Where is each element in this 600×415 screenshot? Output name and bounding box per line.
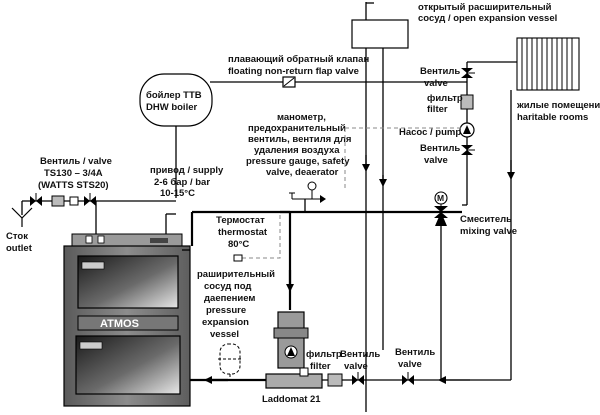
- flap-valve-label-2: floating non-return flap valve: [228, 66, 359, 77]
- laddomat-label: Laddomat 21: [262, 394, 321, 405]
- thermostat-label-2: thermostat: [218, 227, 268, 238]
- dhw-boiler-label-1: бойлер ТТВ: [146, 90, 202, 101]
- gauge-label-6: valve, deaerator: [266, 167, 339, 178]
- open-expansion-vessel: открытый расширительный сосуд / open exp…: [351, 2, 557, 49]
- bottom-valve-label-2: valve: [344, 361, 368, 372]
- laddomat-unit: [265, 311, 323, 389]
- filter-top-label-2: filter: [427, 104, 448, 115]
- bottom-right-valve-label-1: Вентиль: [395, 347, 435, 358]
- flap-valve-label-1: плавающий обратный клапан: [228, 54, 369, 65]
- outlet-label-2: outlet: [6, 243, 33, 254]
- valve-left-label-3: (WATTS STS20): [38, 180, 109, 191]
- pump-icon: [459, 122, 475, 138]
- bottom-filter-icon: [327, 373, 343, 387]
- dhw-boiler: бойлер ТТВ DHW boiler: [139, 73, 213, 127]
- open-vessel-label-1: открытый расширительный: [418, 2, 552, 13]
- outlet-label-1: Сток: [6, 231, 28, 242]
- mixing-label-1: Смеситель: [460, 214, 512, 225]
- bottom-valve-icon: [352, 372, 364, 385]
- pump-label: Насос / pump: [399, 127, 461, 138]
- rooms-label-1: жилые помещения: [516, 100, 600, 111]
- mixing-valve-icon: M: [434, 191, 448, 226]
- thermostat-label-3: 80°C: [228, 239, 249, 250]
- valve-top-label-1: Вентиль: [420, 66, 460, 77]
- filter-top-icon: [460, 94, 474, 110]
- radiator-valve-top-icon: [461, 68, 475, 78]
- valve-mid-label-1: Вентиль: [420, 143, 460, 154]
- pressure-vessel-label-3: даепением: [204, 293, 255, 304]
- valve-left-label-1: Вентиль / valve: [40, 156, 112, 167]
- supply-valve-2-icon: [69, 193, 96, 206]
- drain-outlet-icon: [11, 207, 33, 227]
- pressure-vessel-label-5: expansion: [202, 317, 249, 328]
- valve-mid-label-2: valve: [424, 155, 448, 166]
- pressure-vessel-label-1: раширительный: [197, 269, 275, 280]
- bottom-valve-label-1: Вентиль: [340, 349, 380, 360]
- filter-top-label-1: фильтр: [427, 93, 463, 104]
- thermostat-icon: [233, 254, 243, 262]
- gauge-label-4: удаления воздуха: [254, 145, 340, 156]
- thermostat-label-1: Термостат: [216, 215, 265, 226]
- gauge-label-2: предохранительный: [248, 123, 346, 134]
- dhw-boiler-label-2: DHW boiler: [146, 102, 197, 113]
- gauge-label-1: манометр,: [277, 112, 326, 123]
- bottom-filter-label-2: filter: [310, 361, 331, 372]
- supply-valve-1-icon: [30, 193, 42, 206]
- valve-top-label-2: valve: [424, 78, 448, 89]
- pressure-gauge-icon: [289, 181, 326, 203]
- mixer-motor-symbol: M: [437, 193, 444, 203]
- atmos-boiler: ATMOS: [63, 233, 191, 407]
- supply-label-3: 10-15°C: [160, 188, 195, 199]
- pressure-vessel-label-2: сосуд под: [204, 281, 251, 292]
- pressure-expansion-vessel-icon: [218, 343, 242, 381]
- radiator-valve-mid-icon: [461, 145, 475, 155]
- supply-label-2: 2-6 бар / bar: [154, 177, 210, 188]
- valve-left-label-2: TS130 – 3/4A: [44, 168, 103, 179]
- radiator-icon: [516, 37, 580, 91]
- non-return-flap-valve-icon: [282, 76, 296, 88]
- supply-label-1: привод / supply: [150, 165, 224, 176]
- supply-filter-icon: [51, 195, 65, 207]
- pressure-vessel-label-6: vessel: [210, 329, 239, 340]
- boiler-brand-label: ATMOS: [100, 318, 139, 330]
- bottom-right-valve-icon: [402, 372, 414, 385]
- bottom-filter-label-1: фильтр: [306, 349, 342, 360]
- rooms-label-2: haritable rooms: [517, 112, 588, 123]
- pressure-vessel-label-4: pressure: [206, 305, 246, 316]
- gauge-label-5: pressure gauge, safety: [246, 156, 350, 167]
- mixing-label-2: mixing valve: [460, 226, 517, 237]
- open-vessel-label-2: сосуд / open expansion vessel: [418, 13, 557, 24]
- bottom-right-valve-label-2: valve: [398, 359, 422, 370]
- gauge-label-3: вентиль, вентиля для: [248, 134, 351, 145]
